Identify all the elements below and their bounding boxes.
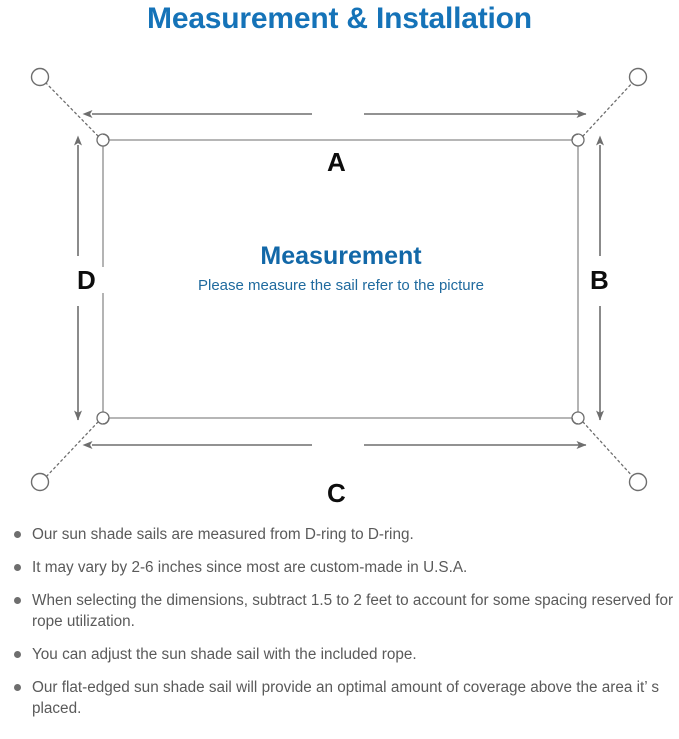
list-item: When selecting the dimensions, subtract … (10, 590, 674, 632)
list-item: It may vary by 2-6 inches since most are… (10, 557, 674, 578)
bottom-left-anchor-post-icon (30, 472, 50, 492)
list-item: Our sun shade sails are measured from D-… (10, 524, 674, 545)
dimension-label-c: C (318, 480, 355, 506)
bottom-left-ring-cap (102, 417, 110, 425)
sail-center-title: Measurement (260, 242, 422, 270)
dimension-label-d: D (68, 267, 105, 293)
rope-line-bottom-right (582, 421, 635, 479)
bullet-icon (14, 597, 21, 604)
diagram-canvas (30, 67, 648, 492)
top-left-anchor-post-icon (30, 67, 50, 87)
sail-measurement-diagram: A C D B (0, 48, 679, 518)
bullet-icon (14, 651, 21, 658)
list-item-text: Our sun shade sails are measured from D-… (32, 526, 414, 543)
dimension-label-a: A (318, 149, 355, 175)
list-item-text: Our flat-edged sun shade sail will provi… (32, 679, 659, 717)
dimension-label-b: B (581, 267, 618, 293)
top-right-ring-cap (571, 133, 579, 141)
top-right-anchor-post-icon (628, 67, 648, 87)
rope-line-bottom-left (44, 421, 99, 479)
list-item-text: It may vary by 2-6 inches since most are… (32, 559, 468, 576)
page-title: Measurement & Installation (147, 2, 532, 35)
bullet-icon (14, 684, 21, 691)
bullet-icon (14, 564, 21, 571)
rope-line-top-left (43, 80, 99, 137)
bottom-right-ring-cap (571, 417, 579, 425)
sail-center-subtitle: Please measure the sail refer to the pic… (198, 277, 484, 294)
list-item: Our flat-edged sun shade sail will provi… (10, 677, 674, 719)
list-item-text: When selecting the dimensions, subtract … (32, 592, 674, 630)
list-item: You can adjust the sun shade sail with t… (10, 644, 674, 665)
bullet-icon (14, 531, 21, 538)
bottom-right-anchor-post-icon (628, 472, 648, 492)
rope-line-top-right (582, 80, 635, 137)
notes-list: Our sun shade sails are measured from D-… (10, 524, 674, 731)
list-item-text: You can adjust the sun shade sail with t… (32, 646, 417, 663)
